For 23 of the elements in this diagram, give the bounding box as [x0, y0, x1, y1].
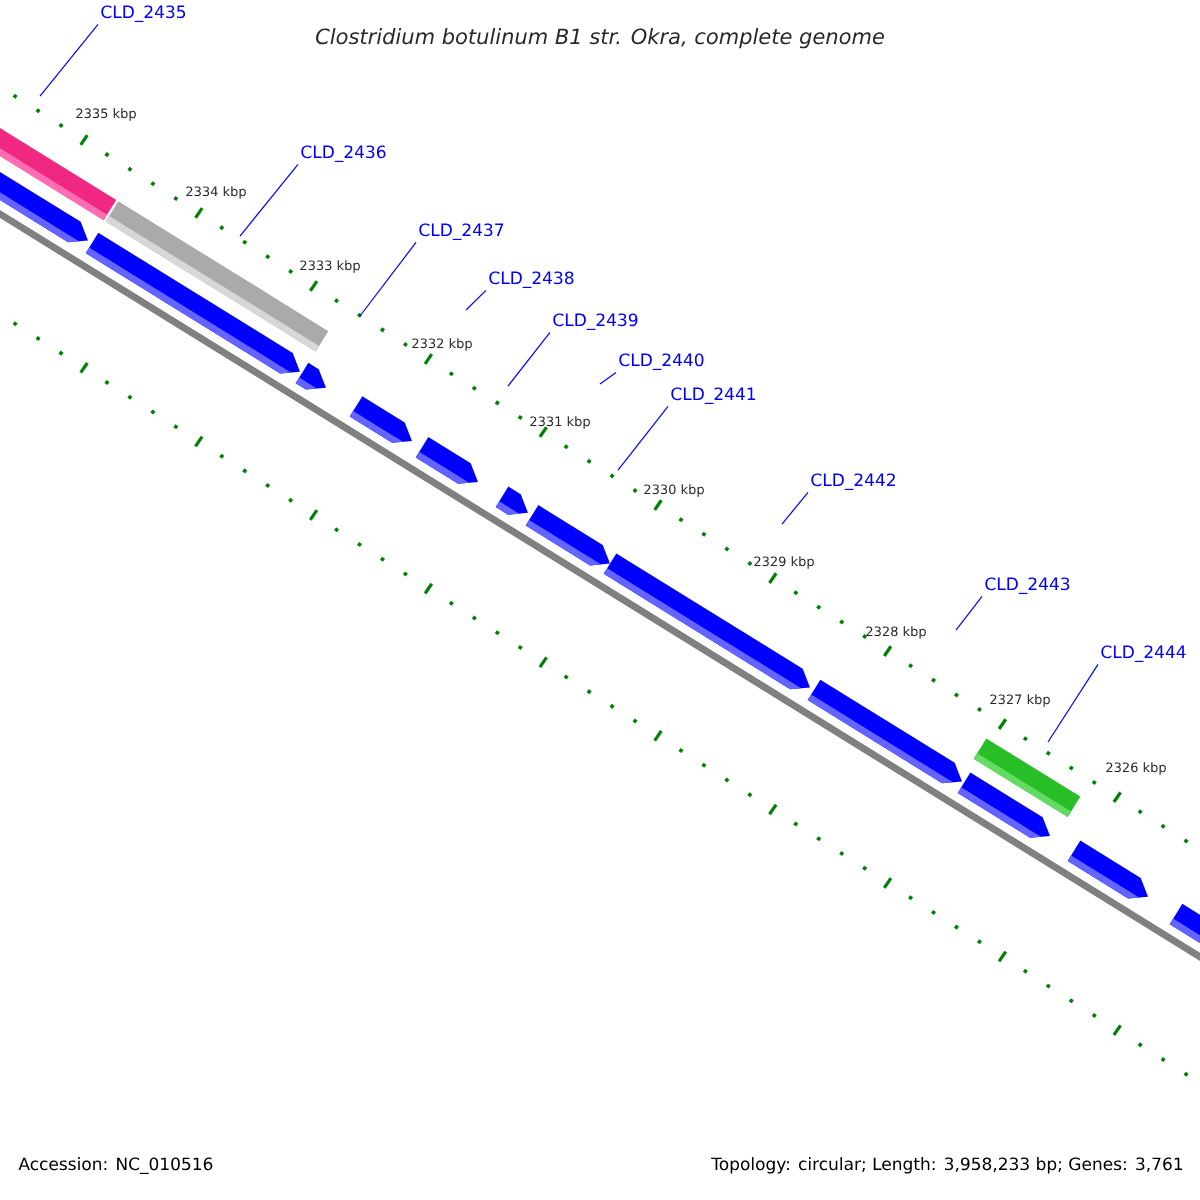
- leader-line: [359, 241, 417, 317]
- gene-label: CLD_2437: [419, 223, 504, 240]
- genome-info-text: Topology: circular; Length: 3,958,233 bp; Genes: 3,761: [711, 1157, 1183, 1174]
- gene-label: CLD_2442: [811, 473, 895, 490]
- leader-line: [599, 371, 617, 385]
- gene-label: CLD_2443: [985, 577, 1070, 595]
- leader-line: [617, 405, 669, 471]
- leader-line: [465, 289, 487, 311]
- leader-line: [39, 23, 99, 97]
- leader-line: [507, 331, 551, 387]
- leader-line: [1047, 663, 1099, 743]
- gene-label: CLD_2439: [553, 313, 638, 330]
- gene-label: CLD_2444: [1101, 645, 1186, 663]
- title: Clostridium botulinum B1 str. Okra, complete genome: [316, 28, 884, 49]
- gene-label: CLD_2441: [671, 387, 755, 404]
- gene-label: CLD_2435: [101, 5, 186, 22]
- leader-line: [955, 595, 983, 631]
- gene-label: CLD_2436: [301, 145, 386, 162]
- leader-line: [781, 491, 809, 525]
- leader-line: [239, 163, 299, 237]
- gene-label: CLD_2440: [619, 353, 704, 370]
- accession-text: Accession: NC_010516: [18, 1157, 213, 1175]
- gene-label: CLD_2438: [489, 271, 574, 288]
